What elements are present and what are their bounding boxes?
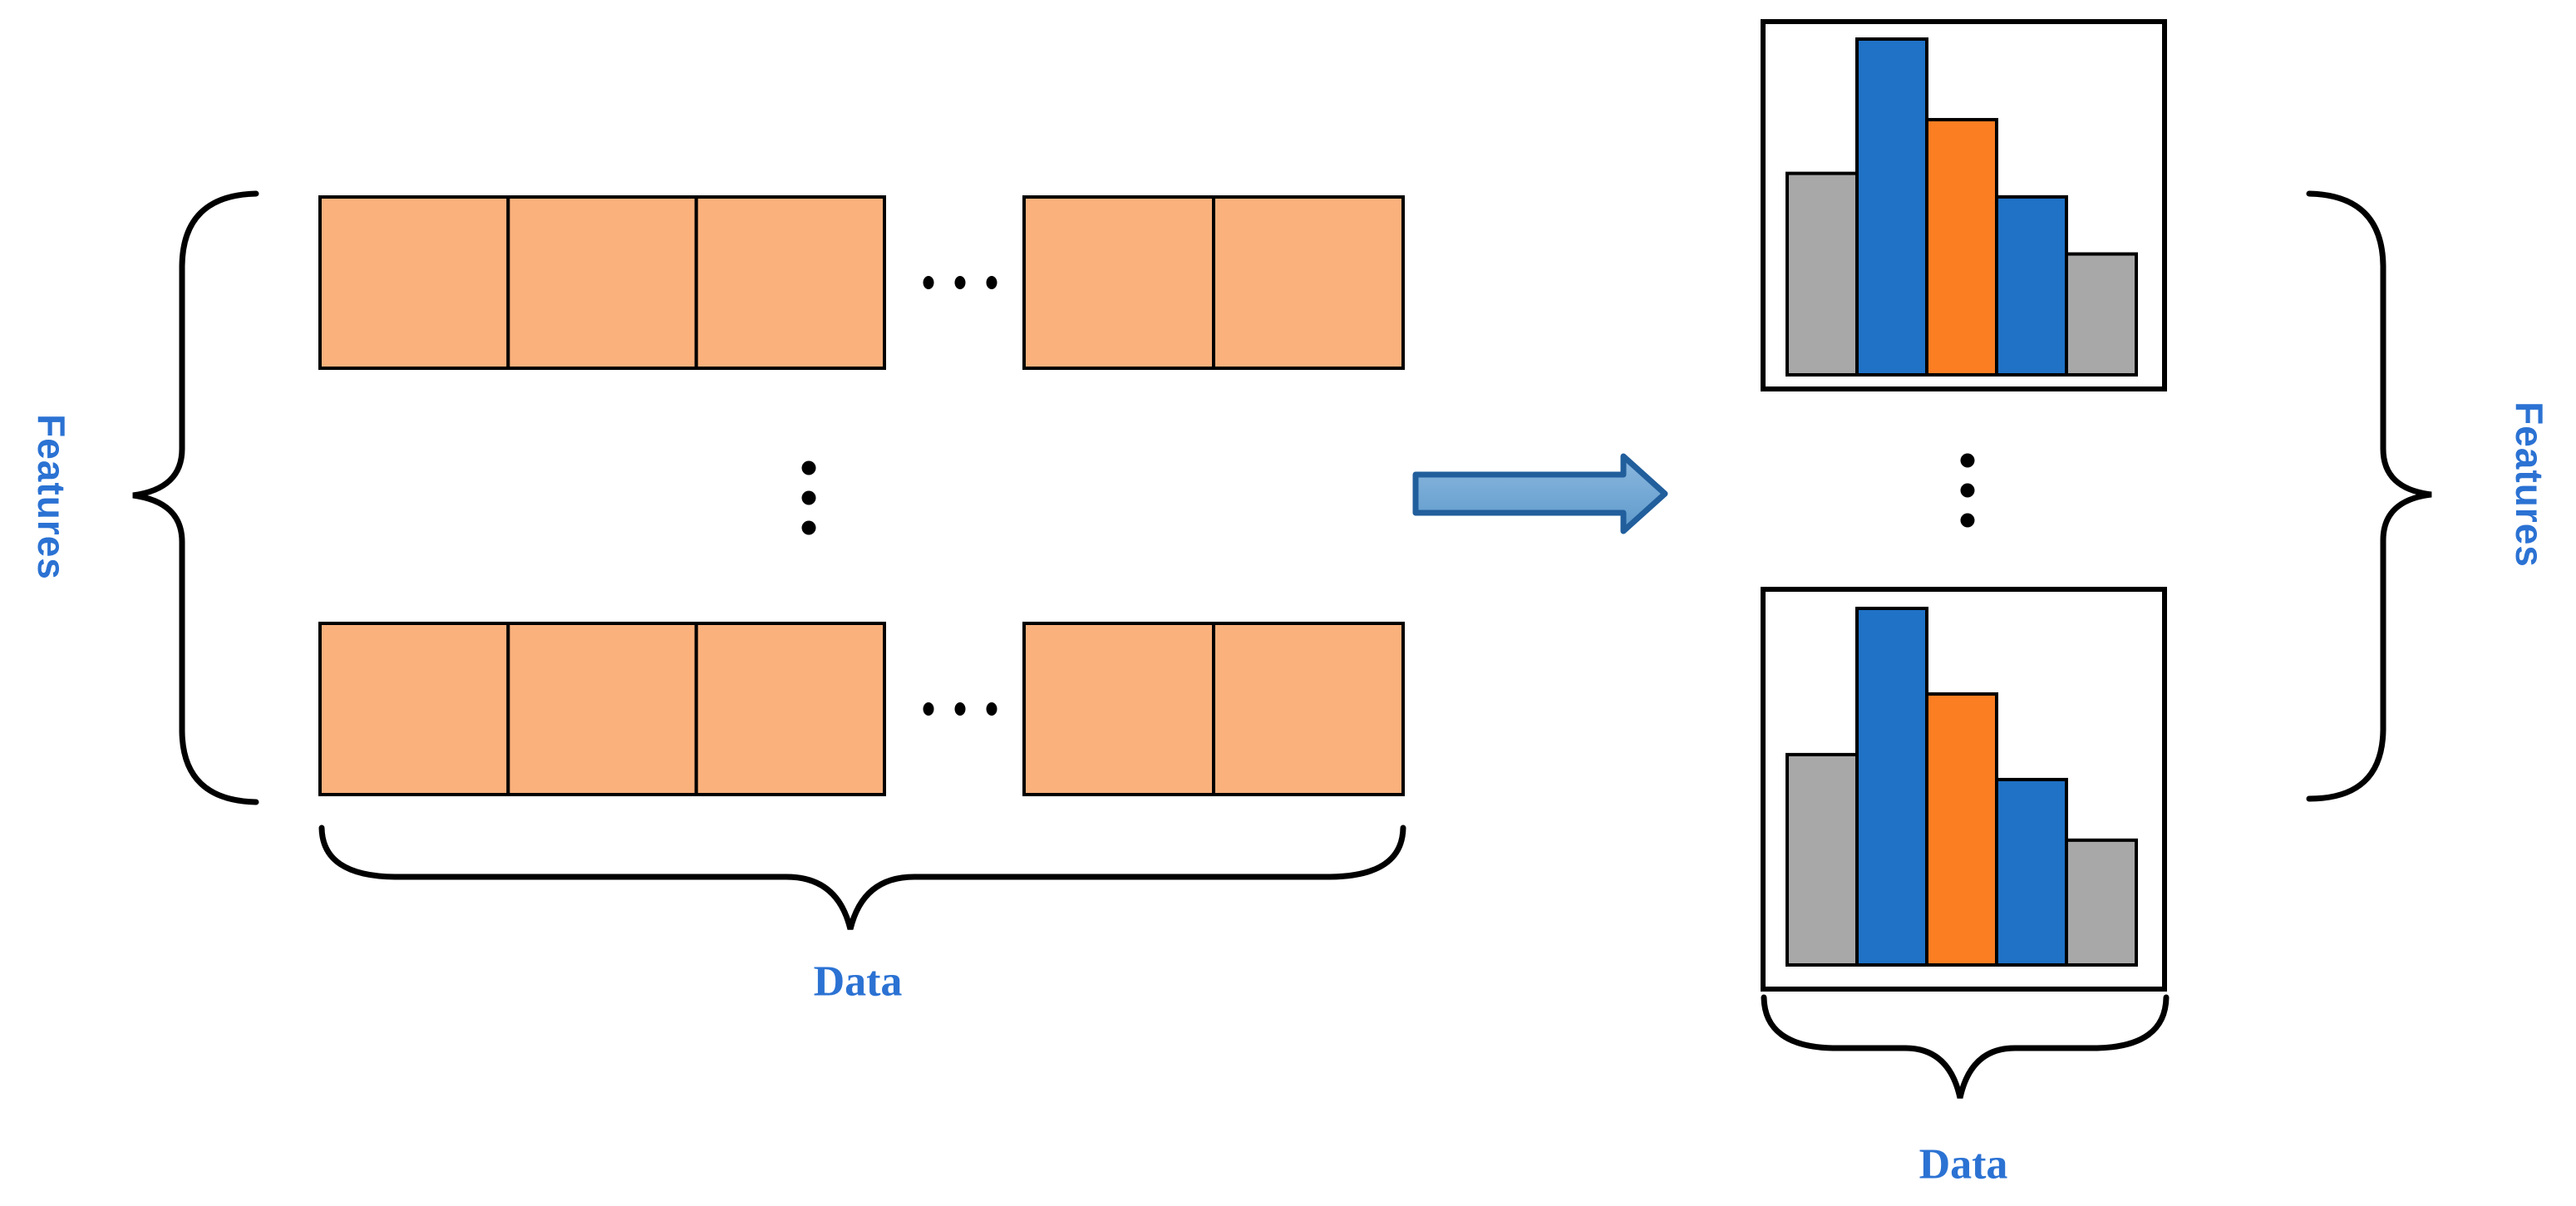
features-label-left: Features <box>30 414 73 580</box>
matrix-cell <box>506 622 698 796</box>
histogram-bar-orange <box>1925 692 1998 967</box>
histogram-bar-gray <box>1785 171 1859 377</box>
histogram-bar-blue <box>1855 607 1928 967</box>
matrix-cell <box>318 195 510 370</box>
matrix-ellipsis-dots <box>801 276 997 716</box>
matrix-cell <box>1022 195 1215 370</box>
histogram-ellipsis-icon <box>1960 513 1975 528</box>
matrix-cell <box>1212 622 1405 796</box>
row-ellipsis-icon <box>923 276 934 289</box>
features-label-right: Features <box>2508 401 2551 568</box>
matrix-cell <box>1022 622 1215 796</box>
histogram-bar-blue <box>1995 777 2068 967</box>
histogram-ellipsis-icon <box>1960 453 1975 468</box>
column-ellipsis-icon <box>801 460 816 475</box>
matrix-cell <box>506 195 698 370</box>
histogram-bar-orange <box>1925 117 1998 377</box>
column-ellipsis-icon <box>801 520 816 535</box>
right-arrow-icon <box>1412 453 1668 534</box>
matrix-cell <box>318 622 510 796</box>
right-features-brace <box>2306 190 2432 802</box>
row-ellipsis-icon <box>954 702 966 716</box>
row-ellipsis-icon <box>986 276 997 289</box>
left-data-brace <box>318 825 1406 930</box>
row-ellipsis-icon <box>986 702 997 716</box>
row-ellipsis-icon <box>923 702 934 716</box>
data-matrix <box>318 195 1405 796</box>
data-label-left: Data <box>813 957 903 1006</box>
column-ellipsis-icon <box>801 490 816 505</box>
histogram-ellipsis-dots <box>1960 453 1975 528</box>
bottom-histogram-bars <box>1785 607 2138 967</box>
matrix-cell <box>694 622 887 796</box>
histogram-bar-blue <box>1995 194 2068 377</box>
left-features-brace <box>132 190 259 805</box>
histogram-bar-blue <box>1855 37 1928 377</box>
matrix-cell <box>1212 195 1405 370</box>
row-ellipsis-icon <box>954 276 966 289</box>
histogram-bar-gray <box>2065 252 2138 377</box>
right-data-brace <box>1761 994 2170 1099</box>
data-label-right: Data <box>1918 1140 2008 1189</box>
histogram-bar-gray <box>1785 752 1859 967</box>
top-histogram-bars <box>1785 37 2138 377</box>
histogram-bar-gray <box>2065 838 2138 967</box>
histogram-ellipsis-icon <box>1960 483 1975 498</box>
matrix-cell <box>694 195 887 370</box>
